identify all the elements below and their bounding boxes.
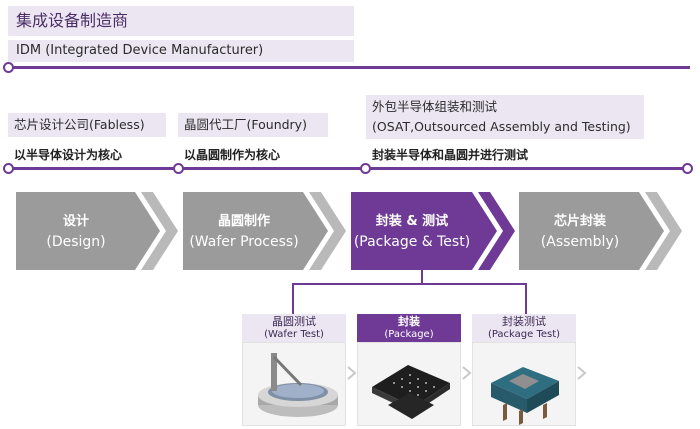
idm-subtitle: IDM (Integrated Device Manufacturer) xyxy=(8,40,354,62)
package-image xyxy=(357,342,461,426)
substep-connector xyxy=(292,270,527,314)
step-package-title: 封装 & 测试 xyxy=(375,214,449,229)
package-test-image xyxy=(472,342,576,426)
step-package: 封装 & 测试 (Package & Test) xyxy=(351,212,473,252)
idm-title: 集成设备制造商 xyxy=(8,6,354,36)
wafer-test-image xyxy=(242,342,346,426)
timeline-dot-1 xyxy=(3,163,14,174)
timeline-dot-2 xyxy=(173,163,184,174)
substep-package-test-title: 封装测试 xyxy=(502,315,546,328)
timeline-dot-4 xyxy=(682,163,693,174)
idm-line xyxy=(10,66,690,69)
substep-package: 封装 (Package) xyxy=(357,314,461,342)
step-assembly-subtitle: (Assembly) xyxy=(540,234,620,250)
substep-package-test-subtitle: (Package Test) xyxy=(487,329,561,340)
step-wafer-tail xyxy=(309,192,346,270)
substep-package-test: 封装测试 (Package Test) xyxy=(472,314,576,342)
substep-arrow-2-icon xyxy=(462,366,472,380)
timeline-dot-3 xyxy=(360,163,371,174)
step-package-shape xyxy=(351,192,497,270)
substep-package-title: 封装 xyxy=(398,315,420,328)
category-fabless-label: 芯片设计公司(Fabless) xyxy=(8,113,166,137)
step-design-tail xyxy=(141,192,178,270)
substep-arrow-1-icon xyxy=(347,366,357,380)
timeline-line xyxy=(10,167,690,170)
category-osat-label: 外包半导体组装和测试 (OSAT,Outsourced Assembly and… xyxy=(366,95,644,139)
step-wafer: 晶圆制作 (Wafer Process) xyxy=(183,212,305,252)
step-package-tail xyxy=(478,192,515,270)
category-osat-desc: 封装半导体和晶圆并进行测试 xyxy=(372,148,529,162)
step-design-subtitle: (Design) xyxy=(46,234,106,250)
step-wafer-subtitle: (Wafer Process) xyxy=(189,234,299,250)
substep-wafer-test-title: 晶圆测试 xyxy=(272,315,316,328)
step-assembly: 芯片封装 (Assembly) xyxy=(519,212,641,252)
step-design-title: 设计 xyxy=(62,214,89,229)
step-assembly-title: 芯片封装 xyxy=(553,214,606,229)
step-wafer-title: 晶圆制作 xyxy=(217,214,270,229)
category-foundry-label: 晶圆代工厂(Foundry) xyxy=(178,113,328,137)
substep-wafer-test-subtitle: (Wafer Test) xyxy=(264,329,324,340)
step-wafer-shape xyxy=(183,192,328,270)
substep-wafer-test: 晶圆测试 (Wafer Test) xyxy=(242,314,346,342)
step-design: 设计 (Design) xyxy=(16,212,136,252)
process-chevrons xyxy=(16,192,682,270)
category-osat-line1: 外包半导体组装和测试 xyxy=(372,99,498,114)
idm-dot xyxy=(3,62,14,73)
step-assembly-shape xyxy=(519,192,664,270)
category-osat-line2: (OSAT,Outsourced Assembly and Testing) xyxy=(372,119,631,134)
substep-package-subtitle: (Package) xyxy=(384,329,434,340)
step-design-shape xyxy=(16,192,160,270)
substep-arrow-3-icon xyxy=(577,366,587,380)
step-assembly-tail xyxy=(645,192,682,270)
category-foundry-desc: 以晶圆制作为核心 xyxy=(184,148,281,162)
category-fabless-desc: 以半导体设计为核心 xyxy=(14,148,123,162)
step-package-subtitle: (Package & Test) xyxy=(353,234,471,250)
